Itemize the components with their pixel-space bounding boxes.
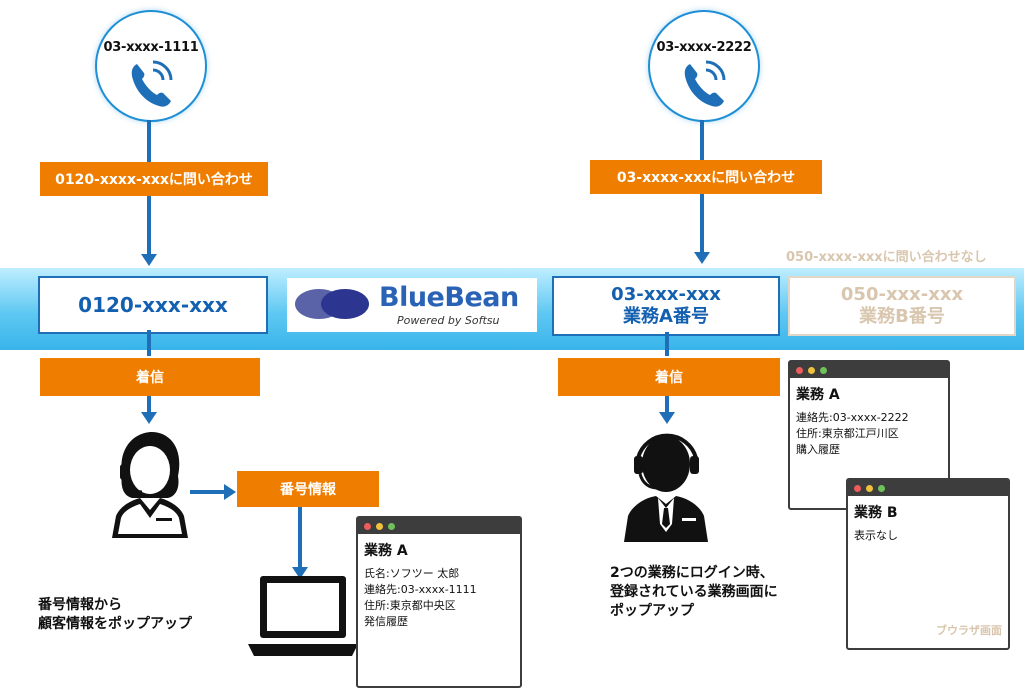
logo-name: BlueBean: [379, 282, 519, 313]
connector: [700, 194, 704, 252]
connector: [147, 330, 151, 356]
close-dot: [364, 523, 371, 530]
connector: [190, 490, 226, 494]
window-title: 業務 A: [796, 387, 840, 403]
caption-left: 番号情報から 顧客情報をポップアップ: [38, 596, 192, 634]
window-titlebar: [848, 480, 1008, 496]
number-box-0120: 0120-xxx-xxx: [38, 276, 268, 334]
maximize-dot: [820, 367, 827, 374]
phone-icon: [684, 60, 726, 107]
caption-right: 2つの業務にログイン時、 登録されている業務画面に ポップアップ: [610, 564, 778, 621]
window-title: 業務 A: [364, 543, 408, 559]
window-titlebar: [790, 362, 948, 378]
connector: [147, 196, 151, 254]
maximize-dot: [388, 523, 395, 530]
minimize-dot: [376, 523, 383, 530]
number-box-050: 050-xxx-xxx 業務B番号: [788, 276, 1016, 336]
window-line: 連絡先:03-xxxx-1111: [364, 583, 477, 596]
caller-1-phone: 03-xxxx-1111: [95, 10, 207, 122]
caption-right-line-3: ポップアップ: [610, 603, 694, 619]
inquiry-label-1: 0120-xxxx-xxxに問い合わせ: [40, 162, 268, 196]
bluebean-logo: BlueBean Powered by Softsu: [287, 278, 537, 332]
window-titlebar: [358, 518, 520, 534]
arrow: [141, 254, 157, 266]
caller-1-number: 03-xxxx-1111: [103, 40, 199, 55]
maximize-dot: [878, 485, 885, 492]
window-line: 住所:東京都江戸川区: [796, 427, 899, 440]
arrow: [224, 484, 236, 500]
popup-window-b: 業務 B 表示なし ブウラザ画面: [846, 478, 1010, 650]
number-0120-label: 0120-xxx-xxx: [78, 293, 228, 317]
phone-icon: [131, 60, 173, 107]
window-line: 発信履歴: [364, 615, 408, 628]
incoming-label-1: 着信: [40, 358, 260, 396]
operator-icon: [624, 433, 708, 542]
browser-screen-label: ブウラザ画面: [936, 624, 1002, 637]
caption-left-line-1: 番号情報から: [38, 597, 122, 613]
number-box-03: 03-xxx-xxx 業務A番号: [552, 276, 780, 336]
connector: [147, 396, 151, 412]
number-03-label: 03-xxx-xxx: [611, 284, 721, 305]
connector: [665, 332, 669, 356]
window-line: 連絡先:03-xxxx-2222: [796, 411, 909, 424]
logo-tagline: Powered by Softsu: [397, 314, 500, 327]
arrow: [659, 412, 675, 424]
connector: [700, 120, 704, 160]
minimize-dot: [808, 367, 815, 374]
number-050-label: 050-xxx-xxx: [840, 284, 964, 305]
caller-2-phone: 03-xxxx-2222: [648, 10, 760, 122]
window-title: 業務 B: [854, 505, 898, 521]
connector: [298, 507, 302, 567]
window-line: 表示なし: [854, 529, 898, 542]
number-info-label: 番号情報: [237, 471, 379, 507]
inquiry-label-2: 03-xxxx-xxxに問い合わせ: [590, 160, 822, 194]
operator-icon: [112, 432, 188, 538]
window-line: 住所:東京都中央区: [364, 599, 456, 612]
close-dot: [854, 485, 861, 492]
number-050-sub-label: 業務B番号: [859, 306, 945, 327]
logo-bean-right: [321, 289, 369, 319]
caller-2-number: 03-xxxx-2222: [656, 40, 752, 55]
laptop-icon: [248, 576, 358, 656]
arrow: [694, 252, 710, 264]
caption-left-line-2: 顧客情報をポップアップ: [38, 616, 192, 632]
connector: [665, 396, 669, 412]
minimize-dot: [866, 485, 873, 492]
close-dot: [796, 367, 803, 374]
caption-right-line-1: 2つの業務にログイン時、: [610, 565, 774, 581]
no-inquiry-label: 050-xxxx-xxxに問い合わせなし: [786, 250, 987, 265]
window-line: 購入履歴: [796, 443, 840, 456]
popup-window-left: 業務 A 氏名:ソフツー 太郎 連絡先:03-xxxx-1111 住所:東京都中…: [356, 516, 522, 688]
caption-right-line-2: 登録されている業務画面に: [610, 584, 778, 600]
number-03-sub-label: 業務A番号: [623, 306, 709, 327]
incoming-label-2: 着信: [558, 358, 780, 396]
window-line: 氏名:ソフツー 太郎: [364, 567, 460, 580]
connector: [147, 120, 151, 162]
arrow: [141, 412, 157, 424]
